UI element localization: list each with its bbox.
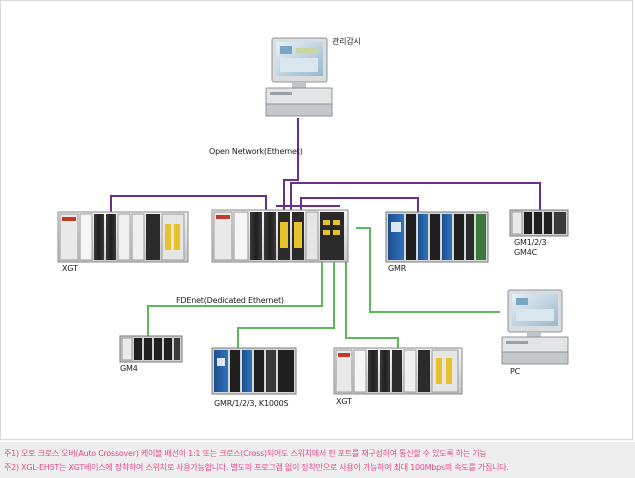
footnote-2: 주2) XGL-EH5T는 XGT베이스에 장착하여 스위치로 사용가능합니다.…: [4, 463, 509, 472]
plc-gmr-bottom: [211, 347, 297, 395]
label-gm4c: GM4C: [514, 248, 537, 257]
fdenet-line-xgt-bottom: [345, 232, 399, 352]
label-xgt-bottom: XGT: [336, 397, 352, 406]
fdenet-line-gmr-bottom: [237, 240, 335, 352]
label-open-network: Open Network(Ethernet): [209, 147, 303, 156]
plc-gm123-gm4c: [509, 209, 569, 237]
diagram-canvas: [57, 37, 569, 395]
label-mgmt-station: 관리감시: [332, 37, 361, 46]
label-gm123: GM1/2/3: [514, 238, 547, 247]
diagram-frame: [0, 0, 633, 440]
plc-xgt-left: [57, 211, 189, 263]
label-pc: PC: [510, 367, 521, 376]
footnotes: 주1) 오토 크로스 오버(Auto Crossover) 케이블 배선이 1:…: [0, 442, 635, 478]
fdenet-lines: [147, 227, 500, 352]
fdenet-line-pc: [356, 227, 500, 313]
footnote-1: 주1) 오토 크로스 오버(Auto Crossover) 케이블 배선이 1:…: [4, 449, 487, 458]
label-fdenet: FDEnet(Dedicated Ethernet): [176, 296, 284, 305]
label-xgt-left: XGT: [62, 264, 78, 273]
label-gm4: GM4: [120, 364, 138, 373]
plc-gm4: [119, 335, 183, 363]
plc-gmr-top: [385, 211, 489, 263]
label-gmr-bottom: GMR/1/2/3, K1000S: [214, 399, 289, 408]
ethernet-line-mgmt: [283, 118, 299, 236]
fdenet-line-gm4: [147, 240, 323, 340]
plc-xgt-bottom: [333, 347, 463, 395]
mgmt-station-computer: [265, 37, 333, 117]
pc-computer: [501, 289, 569, 365]
plc-xgt-center-switch: [211, 209, 349, 263]
label-gmr-top: GMR: [388, 264, 407, 273]
